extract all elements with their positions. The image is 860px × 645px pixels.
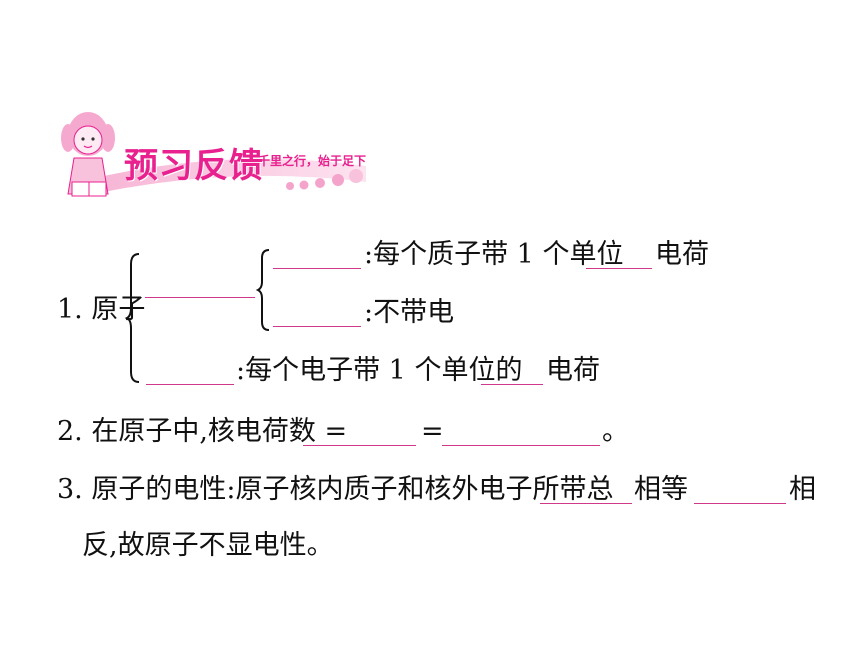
proton-charge-text: 电荷 — [655, 239, 709, 270]
q3-blank-2[interactable] — [694, 503, 786, 504]
q3-blank-1[interactable] — [540, 503, 632, 504]
inner-brace — [255, 249, 270, 331]
q2-text: 2. 在原子中,核电荷数 = — [57, 416, 348, 447]
girl-reading-icon — [61, 112, 115, 197]
proton-blank[interactable] — [273, 268, 361, 269]
neutron-blank[interactable] — [273, 326, 361, 327]
electron-charge-blank[interactable] — [481, 384, 543, 385]
q3-line2: 反,故原子不显电性。 — [82, 530, 334, 561]
ribbon-decoration — [104, 158, 366, 192]
proton-charge-blank[interactable] — [586, 268, 652, 269]
electron-description: :每个电子带 1 个单位的 — [236, 355, 523, 386]
q2-period: 。 — [602, 416, 629, 447]
q3-opposite-text: 相 — [789, 474, 816, 505]
proton-description: :每个质子带 1 个单位 — [364, 239, 624, 270]
banner-title: 预习反馈 — [124, 146, 264, 186]
q2-blank-2[interactable] — [442, 445, 600, 446]
banner-subtitle: 千里之行，始于足下 — [258, 154, 367, 168]
atomic-nucleus-blank[interactable] — [145, 297, 255, 298]
electron-blank[interactable] — [146, 384, 234, 385]
q3-equal-text: 相等 — [634, 474, 688, 505]
q2-equals: = — [421, 416, 444, 447]
q3-text: 3. 原子的电性:原子核内质子和核外电子所带总 — [57, 474, 614, 505]
neutron-description: :不带电 — [364, 297, 455, 328]
outer-brace — [124, 253, 140, 383]
q2-blank-1[interactable] — [303, 445, 416, 446]
electron-charge-text: 电荷 — [546, 355, 600, 386]
section-banner: 预习反馈 千里之行，始于足下 — [58, 108, 368, 208]
